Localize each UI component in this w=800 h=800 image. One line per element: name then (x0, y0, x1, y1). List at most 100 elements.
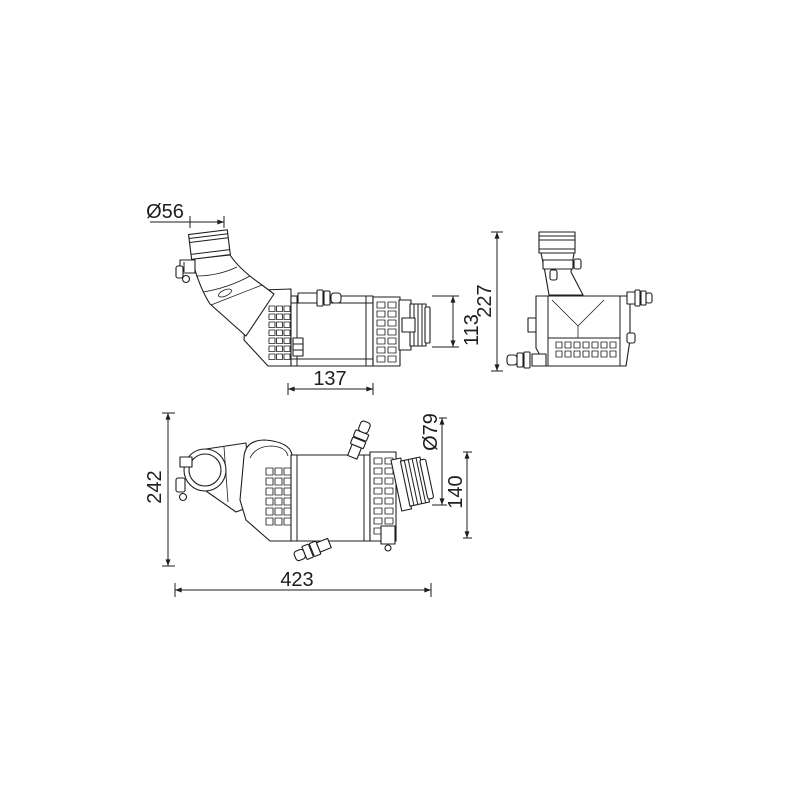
side-neck-clamp (542, 259, 574, 270)
clip-body (179, 456, 193, 468)
rib (564, 350, 572, 358)
rib (283, 305, 291, 312)
rib (268, 353, 276, 360)
rib (265, 517, 274, 526)
core (290, 454, 371, 542)
rib (268, 313, 276, 320)
rib (384, 487, 394, 495)
inlet-elbow (191, 254, 275, 337)
dimension-label-side-height: 227 (474, 284, 496, 317)
side-inlet-pipe (538, 231, 576, 254)
rib (276, 329, 283, 336)
rib (384, 507, 394, 515)
rib (373, 457, 383, 465)
clip-tab (175, 265, 184, 279)
rib (274, 497, 283, 506)
rib (283, 313, 291, 320)
hose-clip (175, 456, 193, 502)
port-ring (323, 290, 331, 306)
port-body (531, 353, 547, 367)
outlet-clip (401, 317, 416, 333)
rib (268, 337, 276, 344)
rib (283, 517, 292, 526)
rib (283, 487, 292, 496)
rib (276, 353, 283, 360)
elbow-contour-line (195, 266, 238, 277)
clip-pin (181, 274, 191, 284)
clip-tab (175, 477, 186, 493)
rib (609, 341, 617, 349)
rib (376, 328, 386, 336)
rib (274, 477, 283, 486)
elbow-contour-line (202, 275, 251, 293)
rib (283, 329, 291, 336)
port-cap (645, 292, 653, 304)
pipe-ring-line (188, 233, 228, 240)
rib (283, 321, 291, 328)
rib (600, 341, 608, 349)
side-port-nub (626, 332, 636, 344)
side-pipe-body (538, 231, 576, 254)
side-neck-nub (549, 269, 558, 281)
rib (373, 477, 383, 485)
front-view (175, 229, 431, 367)
side-port-right (626, 289, 653, 307)
inlet-pipe (188, 229, 231, 260)
rib (268, 305, 276, 312)
coolant-port-lower (293, 537, 332, 562)
rib (283, 477, 292, 486)
rib (373, 517, 383, 525)
port-body (297, 292, 319, 304)
rib (376, 319, 386, 327)
port-body (292, 337, 304, 357)
side-neck-nub (573, 258, 582, 270)
rib (265, 507, 274, 516)
rib (555, 341, 563, 349)
rib (274, 517, 283, 526)
rib (265, 467, 274, 476)
rib (376, 346, 386, 354)
sensor-port (297, 289, 342, 307)
dimension-label-depth: 242 (144, 470, 166, 503)
rib (373, 507, 383, 515)
rib (373, 497, 383, 505)
bottom-view (175, 420, 434, 562)
rib (609, 350, 617, 358)
rib (387, 337, 397, 345)
outlet-fitting (390, 456, 434, 512)
tank-dome-line (249, 445, 289, 459)
port-ring (523, 351, 531, 369)
rib (384, 517, 394, 525)
outlet-fitting (398, 299, 431, 351)
rib (265, 487, 274, 496)
mount-clip-pin (384, 544, 392, 552)
port-cap (506, 354, 518, 366)
dimensions: Ø56 113 137 227 Ø79 140 242 (144, 201, 503, 597)
port-ring (308, 540, 322, 557)
port-ring (634, 289, 641, 307)
hose-clip (175, 259, 196, 284)
outlet-rib-line (411, 458, 423, 504)
rib (384, 497, 394, 505)
rib (283, 497, 292, 506)
pipe-ring-line (189, 237, 229, 243)
dimension-label-outlet-diameter: Ø79 (420, 413, 442, 451)
side-ribs (555, 341, 617, 358)
dimension-label-front-height: 113 (461, 314, 483, 346)
rib (384, 467, 394, 475)
pipe-ring-line (190, 249, 230, 255)
core (290, 295, 374, 367)
outlet-rib-line (415, 457, 427, 503)
rib (591, 341, 599, 349)
mount-clip (380, 525, 396, 552)
inlet-opening-inner (188, 453, 222, 487)
rib (384, 477, 394, 485)
rib (573, 350, 581, 358)
port-ring (316, 289, 324, 307)
rib (274, 487, 283, 496)
rib (591, 350, 599, 358)
rib (265, 477, 274, 486)
rib (276, 313, 283, 320)
rib (283, 337, 291, 344)
rib (276, 321, 283, 328)
